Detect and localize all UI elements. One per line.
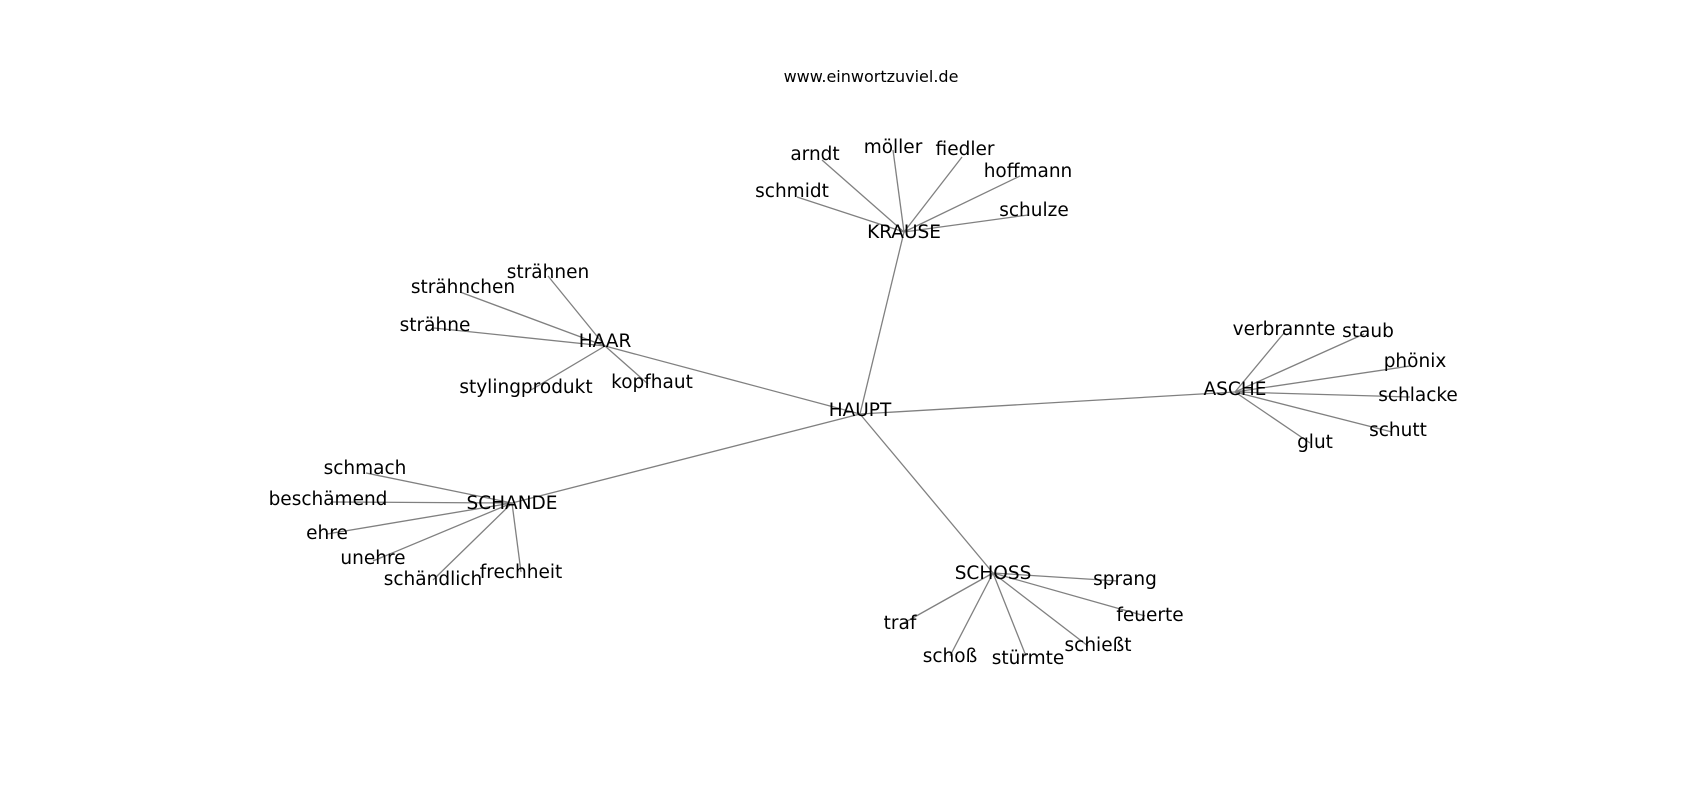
- node-label-beschaemend: beschämend: [269, 489, 388, 510]
- node-label-asche: ASCHE: [1204, 379, 1267, 400]
- node-label-stuermte: stürmte: [992, 648, 1065, 669]
- edge-asche-phoenix: [1234, 365, 1411, 393]
- node-label-ehre: ehre: [306, 523, 348, 544]
- edge-schande-ehre: [326, 502, 513, 535]
- edge-krause-hoffmann: [903, 175, 1021, 233]
- edge-schoss-stuermte: [992, 572, 1027, 657]
- edge-asche-glut: [1234, 391, 1311, 444]
- edge-schoss-sprang: [992, 572, 1119, 582]
- node-label-staub: staub: [1342, 321, 1394, 342]
- node-label-straehnchen: strähnchen: [411, 277, 515, 298]
- edge-schande-unehre: [372, 502, 513, 562]
- edge-krause-moeller: [892, 149, 905, 233]
- node-label-kopfhaut: kopfhaut: [611, 372, 693, 393]
- edge-haar-straehne: [433, 327, 606, 347]
- node-label-phoenix: phönix: [1384, 351, 1447, 372]
- node-label-unehre: unehre: [340, 548, 405, 569]
- node-label-krause: KRAUSE: [867, 222, 941, 243]
- node-label-straehne: strähne: [400, 315, 471, 336]
- node-label-hoffmann: hoffmann: [984, 161, 1073, 182]
- node-label-haar: HAAR: [579, 331, 632, 352]
- edge-asche-schutt: [1234, 391, 1393, 433]
- node-label-verbrannte: verbrannte: [1233, 319, 1336, 340]
- node-label-schande: SCHANDE: [466, 493, 557, 514]
- node-label-schaendlich: schändlich: [384, 569, 483, 590]
- node-label-arndt: arndt: [790, 144, 839, 165]
- edge-haar-stylingprodukt: [530, 345, 606, 391]
- source-url: www.einwortzuviel.de: [784, 67, 959, 86]
- edge-schande-beschaemend: [331, 501, 513, 504]
- node-label-moeller: möller: [864, 137, 923, 158]
- node-label-feuerte: feuerte: [1116, 605, 1183, 626]
- node-label-schoss: SCHOSS: [955, 563, 1032, 584]
- node-label-straehnen: strähnen: [507, 262, 589, 283]
- edge-haupt-schoss: [859, 413, 994, 574]
- edge-schoss-traf: [901, 572, 994, 625]
- edge-haupt-haar: [604, 345, 861, 415]
- edge-schoss-schoss: [949, 572, 994, 657]
- edge-krause-fiedler: [903, 156, 963, 233]
- edge-krause-schmidt: [796, 196, 905, 233]
- edge-asche-schlacke: [1234, 391, 1411, 398]
- node-label-haupt: HAUPT: [829, 400, 892, 421]
- edge-haupt-asche: [859, 391, 1236, 415]
- edge-schande-frechheit: [511, 502, 522, 573]
- edge-schoss-schiesst: [992, 572, 1089, 647]
- edge-krause-schulze: [903, 214, 1029, 233]
- edge-schoss-feuerte: [992, 572, 1146, 617]
- node-label-schulze: schulze: [999, 200, 1069, 221]
- edge-asche-staub: [1234, 333, 1365, 393]
- node-label-frechheit: frechheit: [480, 562, 563, 583]
- edge-schande-schaendlich: [432, 502, 513, 581]
- edge-layer: [326, 149, 1411, 657]
- edge-schande-schmach: [365, 472, 513, 504]
- edge-haar-straehnchen: [459, 291, 606, 347]
- node-label-traf: traf: [884, 613, 917, 634]
- node-label-schoss: schoß: [923, 646, 978, 667]
- edge-haar-kopfhaut: [604, 345, 649, 385]
- edge-asche-verbrannte: [1234, 332, 1285, 393]
- node-label-sprang: sprang: [1093, 569, 1157, 590]
- node-label-schmidt: schmidt: [755, 181, 829, 202]
- node-label-schiesst: schießt: [1065, 635, 1132, 656]
- edge-haupt-schande: [511, 413, 861, 504]
- node-label-schlacke: schlacke: [1378, 385, 1458, 406]
- node-label-stylingprodukt: stylingprodukt: [459, 377, 592, 398]
- node-label-glut: glut: [1297, 432, 1333, 453]
- label-layer: HAUPT KRAUSE HAAR ASCHE SCHANDE SCHOSS arndt mö…: [269, 137, 1458, 669]
- edge-haupt-krause: [859, 231, 905, 415]
- node-label-schmach: schmach: [324, 458, 407, 479]
- node-label-fiedler: fiedler: [936, 139, 995, 160]
- edge-krause-arndt: [821, 159, 905, 233]
- node-label-schutt: schutt: [1369, 420, 1427, 441]
- edge-haar-straehnen: [547, 275, 606, 347]
